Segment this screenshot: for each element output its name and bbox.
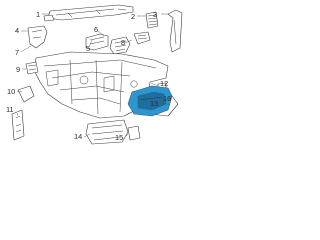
callout-15: 15 — [115, 133, 123, 142]
upper-trim-part — [43, 4, 134, 22]
callout-2: 2 — [131, 12, 135, 21]
small-bracket-13-part — [25, 61, 39, 75]
callout-7: 7 — [15, 48, 19, 57]
center-upper-parts — [85, 31, 151, 55]
lower-trim-10-part — [85, 119, 129, 145]
callout-6: 6 — [94, 25, 98, 34]
callout-16: 16 — [163, 94, 171, 103]
callout-labels: 1 2 3 4 5 6 7 8 9 10 11 12 13 14 15 16 — [6, 10, 171, 142]
connector-12-part — [17, 85, 35, 103]
callout-9: 9 — [16, 65, 20, 74]
callout-5: 5 — [86, 44, 90, 53]
right-side-trim-part — [167, 9, 183, 53]
left-bracket-part — [27, 25, 48, 49]
bracket-9-part — [127, 125, 141, 141]
callout-12: 12 — [160, 79, 168, 88]
instrument-panel-parts-diagram: 1 2 3 4 5 6 7 8 9 10 11 12 13 14 15 16 — [6, 4, 183, 145]
defroster-grille-part — [145, 11, 159, 29]
callout-13: 13 — [150, 99, 158, 108]
callout-1: 1 — [36, 10, 40, 19]
callout-10: 10 — [7, 87, 15, 96]
callout-11: 11 — [6, 105, 14, 114]
end-panel-11-part — [11, 109, 25, 141]
callout-8: 8 — [121, 38, 125, 47]
callout-14: 14 — [74, 132, 82, 141]
callout-3: 3 — [153, 10, 157, 19]
callout-4: 4 — [15, 26, 19, 35]
cluster-bezel-highlighted-part — [127, 85, 173, 117]
leader-lines — [16, 13, 173, 138]
